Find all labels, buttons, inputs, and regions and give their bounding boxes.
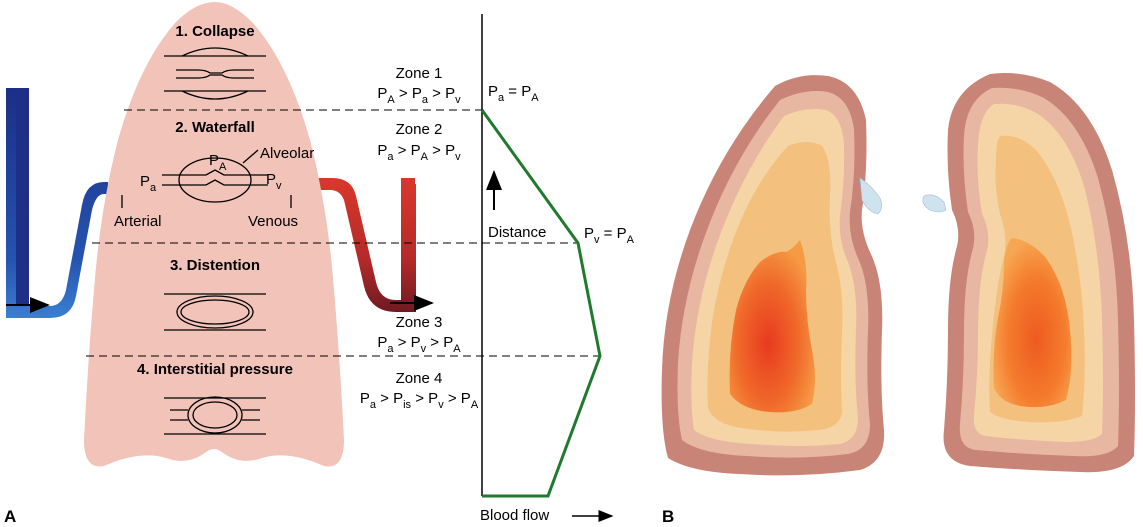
stage-2-title: 2. Waterfall bbox=[175, 119, 254, 136]
distance-label: Distance bbox=[488, 224, 546, 241]
zone-4-title: Zone 4 bbox=[396, 370, 443, 387]
arterial-label: Arterial bbox=[114, 213, 162, 230]
right-lung bbox=[922, 73, 1135, 473]
vein-column bbox=[401, 178, 415, 312]
interstitial-vessel-diagram bbox=[164, 396, 266, 435]
panel-b-label: B bbox=[662, 507, 674, 526]
zone-4-label: Zone 4 Pa > Pis > Pv > PA bbox=[360, 370, 479, 411]
lung-silhouette bbox=[84, 2, 344, 467]
stage-3-title: 3. Distention bbox=[170, 257, 260, 274]
pulmonary-artery bbox=[6, 88, 108, 318]
waterfall-pv-label: Pv bbox=[266, 171, 282, 192]
waterfall-pa-label: Pa bbox=[140, 173, 157, 194]
venous-label: Venous bbox=[248, 213, 298, 230]
zone-2-relation: Pa > PA > Pv bbox=[377, 142, 461, 163]
stage-1-title: 1. Collapse bbox=[175, 23, 254, 40]
panel-a: 1. Collapse 2. Waterfall 3. Distention 4… bbox=[4, 2, 635, 526]
zone-3-relation: Pa > Pv > PA bbox=[377, 334, 461, 355]
distention-vessel-diagram bbox=[164, 293, 266, 331]
pulmonary-vein bbox=[318, 178, 416, 312]
top-pressure-marker: Pa = PA bbox=[488, 83, 539, 104]
zone-3-label: Zone 3 Pa > Pv > PA bbox=[377, 314, 461, 355]
blood-flow-label: Blood flow bbox=[480, 507, 549, 524]
collapse-vessel-diagram bbox=[164, 47, 266, 100]
panel-a-label: A bbox=[4, 507, 16, 526]
left-lung bbox=[661, 75, 885, 476]
zone-1-relation: PA > Pa > Pv bbox=[377, 85, 461, 106]
zone-4-relation: Pa > Pis > Pv > PA bbox=[360, 390, 479, 411]
waterfall-pA-label: PA bbox=[209, 152, 227, 173]
zone-2-label: Zone 2 Pa > PA > Pv bbox=[377, 121, 461, 163]
waterfall-vessel-diagram bbox=[121, 149, 292, 208]
alveolar-label: Alveolar bbox=[260, 145, 314, 162]
zone-1-title: Zone 1 bbox=[396, 65, 443, 82]
zone-3-title: Zone 3 bbox=[396, 314, 443, 331]
artery-upper-column bbox=[16, 88, 29, 306]
panel-b: B bbox=[661, 73, 1135, 526]
zone-1-label: Zone 1 PA > Pa > Pv bbox=[377, 65, 461, 106]
zone-2-title: Zone 2 bbox=[396, 121, 443, 138]
mid-pressure-marker: Pv = PA bbox=[584, 225, 635, 246]
stage-4-title: 4. Interstitial pressure bbox=[137, 361, 293, 378]
blood-flow-curve bbox=[480, 109, 602, 498]
